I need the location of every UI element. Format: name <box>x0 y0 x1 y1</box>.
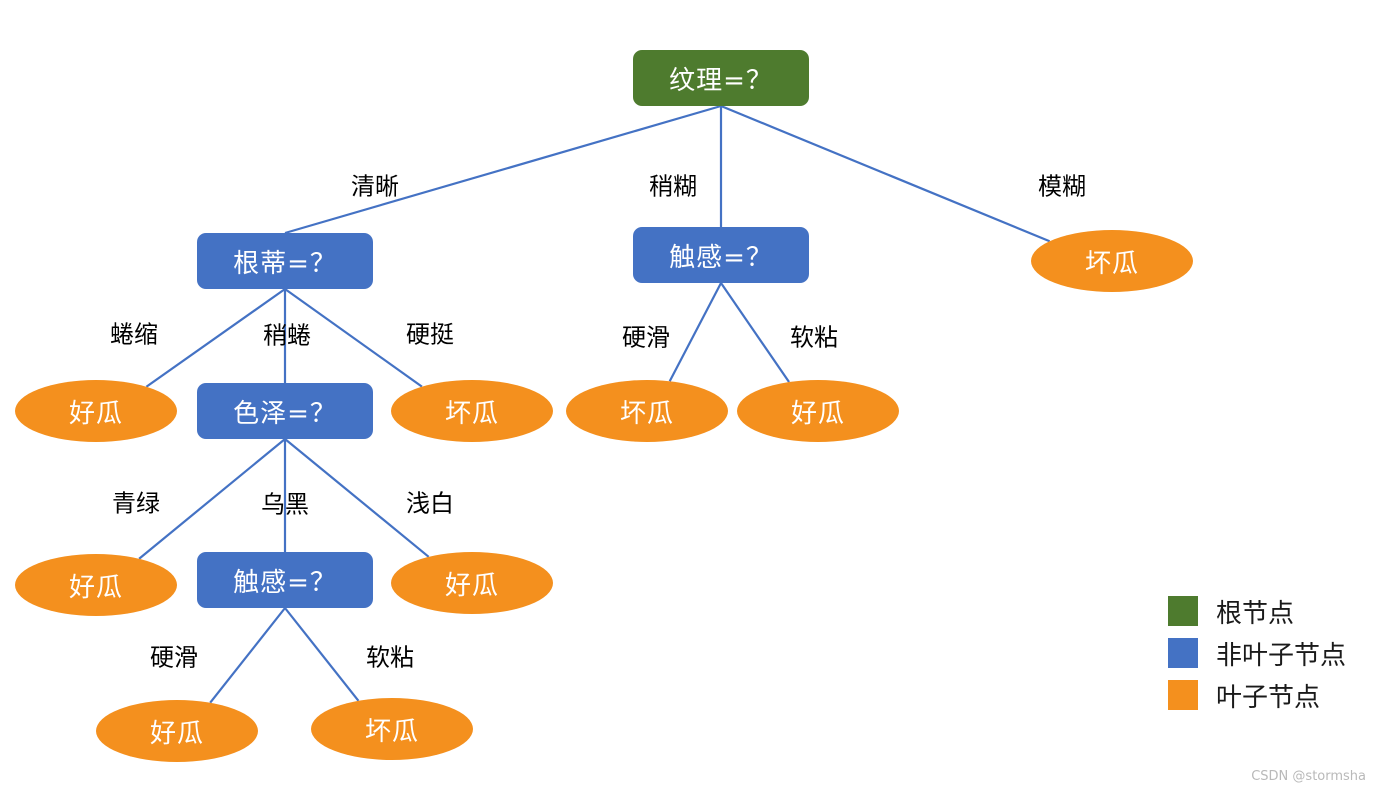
edge-label: 浅白 <box>406 489 454 518</box>
tree-node-label: 好瓜 <box>149 718 204 749</box>
edge-label: 软粘 <box>366 643 414 672</box>
tree-node-internal[interactable]: 触感=？ <box>197 552 373 608</box>
tree-edge <box>720 104 1051 243</box>
legend: 根节点非叶子节点叶子节点 <box>1168 590 1346 716</box>
tree-edge <box>284 104 722 235</box>
tree-node-leaf[interactable]: 坏瓜 <box>391 380 553 442</box>
tree-edge <box>145 288 286 388</box>
tree-node-label: 坏瓜 <box>1084 248 1139 279</box>
edge-label: 稍糊 <box>649 172 697 201</box>
tree-node-root[interactable]: 纹理=？ <box>633 50 809 106</box>
tree-node-leaf[interactable]: 坏瓜 <box>1031 230 1193 292</box>
tree-edge <box>284 607 360 702</box>
edge-label: 模糊 <box>1038 172 1086 201</box>
tree-edge <box>284 438 430 558</box>
legend-item: 叶子节点 <box>1168 674 1346 716</box>
edge-label: 蜷缩 <box>110 320 158 349</box>
legend-swatch-orange-icon <box>1168 680 1198 710</box>
tree-node-label: 坏瓜 <box>444 398 499 429</box>
legend-item: 非叶子节点 <box>1168 632 1346 674</box>
tree-node-label: 好瓜 <box>68 398 123 429</box>
tree-node-leaf[interactable]: 好瓜 <box>15 554 177 616</box>
tree-node-internal[interactable]: 根蒂=？ <box>197 233 373 289</box>
edge-label: 硬挺 <box>406 320 454 349</box>
legend-swatch-blue-icon <box>1168 638 1198 668</box>
legend-item: 根节点 <box>1168 590 1346 632</box>
tree-node-label: 色泽=？ <box>233 398 337 429</box>
tree-edge <box>668 282 722 382</box>
edge-label: 软粘 <box>790 323 838 352</box>
tree-node-label: 根蒂=？ <box>233 248 337 279</box>
tree-node-label: 好瓜 <box>68 572 123 603</box>
edge-label: 青绿 <box>112 489 160 518</box>
tree-node-label: 好瓜 <box>790 398 845 429</box>
legend-label: 根节点 <box>1216 598 1295 629</box>
tree-edge <box>284 288 423 388</box>
tree-node-label: 触感=？ <box>669 242 773 273</box>
tree-edge <box>720 282 790 383</box>
edge-label: 硬滑 <box>622 323 670 352</box>
tree-node-label: 坏瓜 <box>364 716 419 747</box>
tree-node-leaf[interactable]: 好瓜 <box>15 380 177 442</box>
edge-label: 乌黑 <box>261 490 309 519</box>
legend-label: 非叶子节点 <box>1216 640 1347 671</box>
tree-node-leaf[interactable]: 好瓜 <box>391 552 553 614</box>
edge-label: 硬滑 <box>150 643 198 672</box>
watermark: CSDN @stormsha <box>1251 769 1366 784</box>
tree-node-label: 好瓜 <box>444 570 499 601</box>
legend-swatch-green-icon <box>1168 596 1198 626</box>
tree-edge <box>209 607 286 704</box>
tree-node-leaf[interactable]: 好瓜 <box>737 380 899 442</box>
edge-label: 稍蜷 <box>263 321 311 350</box>
tree-node-label: 纹理=？ <box>669 65 773 96</box>
tree-node-internal[interactable]: 色泽=？ <box>197 383 373 439</box>
legend-label: 叶子节点 <box>1216 682 1321 713</box>
tree-node-leaf[interactable]: 坏瓜 <box>311 698 473 760</box>
tree-node-label: 触感=？ <box>233 567 337 598</box>
edge-label: 清晰 <box>351 172 399 201</box>
tree-node-label: 坏瓜 <box>619 398 674 429</box>
tree-node-leaf[interactable]: 坏瓜 <box>566 380 728 442</box>
tree-edge <box>138 438 286 560</box>
tree-node-leaf[interactable]: 好瓜 <box>96 700 258 762</box>
tree-node-internal[interactable]: 触感=？ <box>633 227 809 283</box>
